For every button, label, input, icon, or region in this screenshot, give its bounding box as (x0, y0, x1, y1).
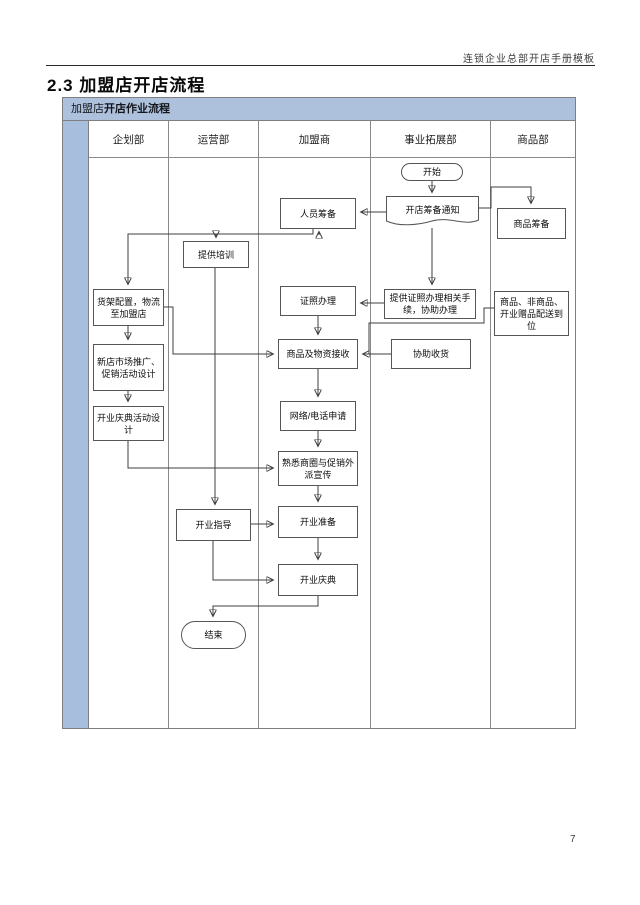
lane-operations-dept: 运营部 (169, 121, 259, 728)
lane-header-franchisee: 加盟商 (259, 121, 370, 158)
lane-header-merchandise: 商品部 (491, 121, 575, 158)
header-rule (46, 65, 595, 66)
flowchart-title-prefix: 加盟店 (71, 103, 104, 115)
section-title: 2.3 加盟店开店流程 (47, 76, 206, 95)
page-number: 7 (570, 834, 576, 845)
node-goods-receiving: 商品及物资接收 (278, 339, 358, 369)
lane-planning-dept: 企划部 (89, 121, 169, 728)
node-start: 开始 (401, 163, 463, 181)
node-familiarize-trade-area: 熟悉商圈与促销外派宣传 (278, 451, 358, 486)
flowchart-titlebar: 加盟店开店作业流程 (63, 98, 575, 121)
node-opening-prep-notice: 开店筹备通知 (386, 196, 479, 228)
lane-header-planning: 企划部 (89, 121, 168, 158)
node-opening-ceremony-design: 开业庆典活动设计 (93, 406, 164, 441)
node-opening-ceremony: 开业庆典 (278, 564, 358, 596)
flowchart-title-main: 开店作业流程 (104, 103, 170, 115)
node-license-handling: 证照办理 (280, 286, 356, 316)
lane-header-business-development: 事业拓展部 (371, 121, 490, 158)
node-provide-training: 提供培训 (183, 241, 249, 268)
node-staff-preparation: 人员筹备 (280, 198, 356, 229)
node-market-promotion-design: 新店市场推广、促销活动设计 (93, 344, 164, 391)
node-opening-guidance: 开业指导 (176, 509, 251, 541)
document-header-title: 连锁企业总部开店手册模板 (463, 54, 595, 65)
node-end: 结束 (181, 621, 246, 649)
lane-franchisee: 加盟商 (259, 121, 371, 728)
node-goods-delivery: 商品、非商品、开业赠品配送到位 (494, 291, 569, 336)
lane-merchandise-dept: 商品部 (491, 121, 575, 728)
node-network-phone-application: 网络/电话申请 (280, 401, 356, 431)
lane-header-operations: 运营部 (169, 121, 258, 158)
swimlane-body: 企划部 运营部 加盟商 事业拓展部 商品部 (63, 121, 575, 728)
flowchart-frame: 加盟店开店作业流程 企划部 运营部 加盟商 事业拓展部 商品部 (62, 97, 576, 729)
node-merchandise-preparation: 商品筹备 (497, 208, 566, 239)
node-opening-preparation: 开业准备 (278, 506, 358, 538)
node-shelf-logistics: 货架配置，物流至加盟店 (93, 289, 164, 326)
node-license-assistance: 提供证照办理相关手续，协助办理 (384, 289, 476, 319)
document-shape (386, 196, 479, 226)
left-blue-band (63, 121, 89, 728)
lane-business-development-dept: 事业拓展部 (371, 121, 491, 728)
node-assist-receiving: 协助收货 (391, 339, 471, 369)
